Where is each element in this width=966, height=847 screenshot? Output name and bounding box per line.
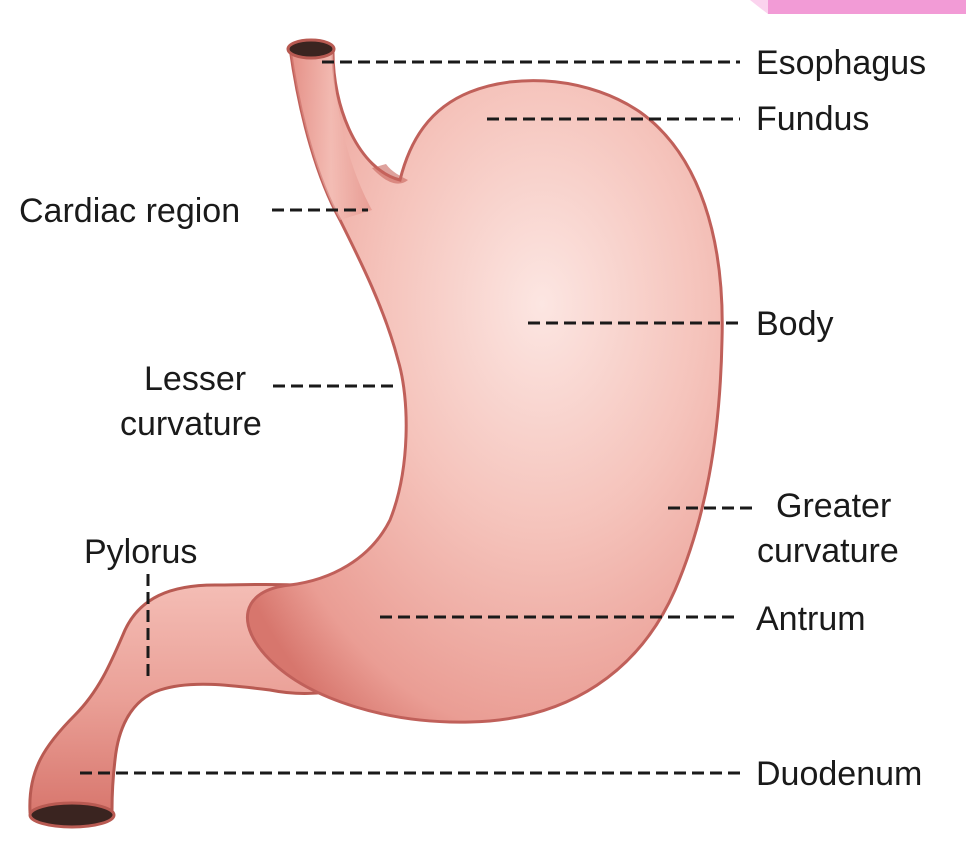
- corner-accent: [750, 0, 966, 14]
- label-body: Body: [756, 305, 834, 343]
- label-lesser-curvature-line2: curvature: [120, 405, 262, 443]
- label-fundus: Fundus: [756, 100, 869, 138]
- label-greater-curvature-line2: curvature: [757, 532, 899, 570]
- esophagus-tube: [290, 48, 372, 220]
- label-cardiac-region: Cardiac region: [19, 192, 240, 230]
- label-duodenum: Duodenum: [756, 755, 922, 793]
- duodenum-opening: [30, 803, 114, 827]
- label-antrum: Antrum: [756, 600, 866, 638]
- esophagus-opening: [288, 40, 334, 58]
- label-lesser-curvature-line1: Lesser: [144, 360, 246, 398]
- label-esophagus: Esophagus: [756, 44, 926, 82]
- label-greater-curvature-line1: Greater: [776, 487, 891, 525]
- label-pylorus: Pylorus: [84, 533, 197, 571]
